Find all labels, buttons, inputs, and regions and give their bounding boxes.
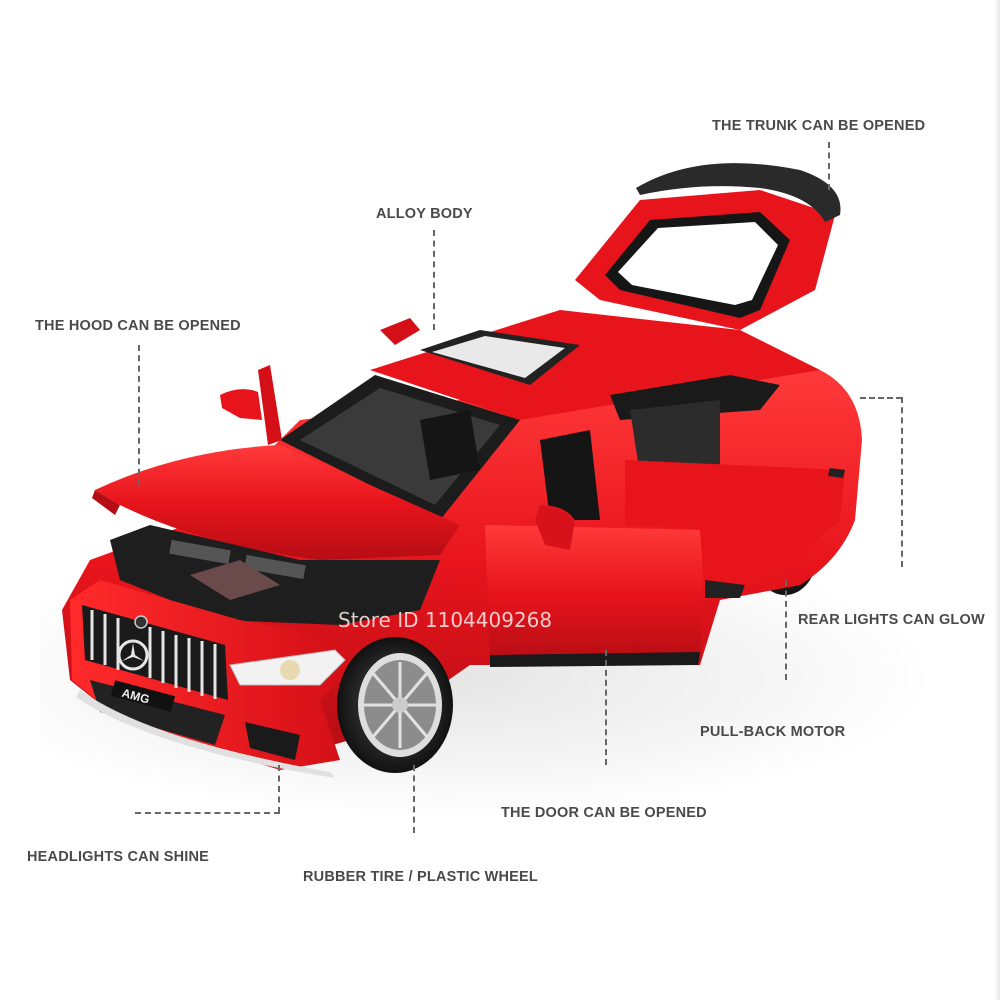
headlights-callout-line-h bbox=[135, 812, 280, 814]
hood-callout-line bbox=[138, 345, 140, 485]
open-trunk bbox=[575, 163, 841, 330]
image-edge bbox=[994, 0, 1000, 1000]
store-watermark: Store ID 1104409268 bbox=[338, 608, 553, 632]
rear-lights-callout-line-v bbox=[901, 397, 903, 567]
label-hood: THE HOOD CAN BE OPENED bbox=[35, 318, 241, 334]
engine-bay bbox=[110, 525, 440, 625]
label-tire-wheel: RUBBER TIRE / PLASTIC WHEEL bbox=[303, 869, 538, 885]
alloy-body-callout-line bbox=[433, 230, 435, 330]
open-hood bbox=[92, 445, 460, 560]
label-trunk: THE TRUNK CAN BE OPENED bbox=[712, 118, 926, 134]
headlights-callout-line-v bbox=[278, 765, 280, 813]
label-door: THE DOOR CAN BE OPENED bbox=[501, 805, 707, 821]
door-callout-line bbox=[605, 650, 607, 765]
label-headlights: HEADLIGHTS CAN SHINE bbox=[27, 849, 210, 865]
front-wheel bbox=[337, 637, 453, 773]
pull-back-callout-line bbox=[785, 580, 787, 680]
far-side-doors bbox=[220, 318, 420, 445]
trunk-callout-line bbox=[828, 142, 830, 190]
front-door-open bbox=[485, 505, 705, 667]
rear-door-open bbox=[625, 460, 845, 600]
rear-lights-callout-line-h bbox=[860, 397, 902, 399]
tire-callout-line bbox=[413, 765, 415, 833]
label-alloy-body: ALLOY BODY bbox=[376, 206, 473, 222]
label-pull-back-motor: PULL-BACK MOTOR bbox=[700, 724, 846, 740]
label-rear-lights: REAR LIGHTS CAN GLOW bbox=[798, 612, 985, 628]
front-fascia: AMG bbox=[70, 580, 350, 778]
